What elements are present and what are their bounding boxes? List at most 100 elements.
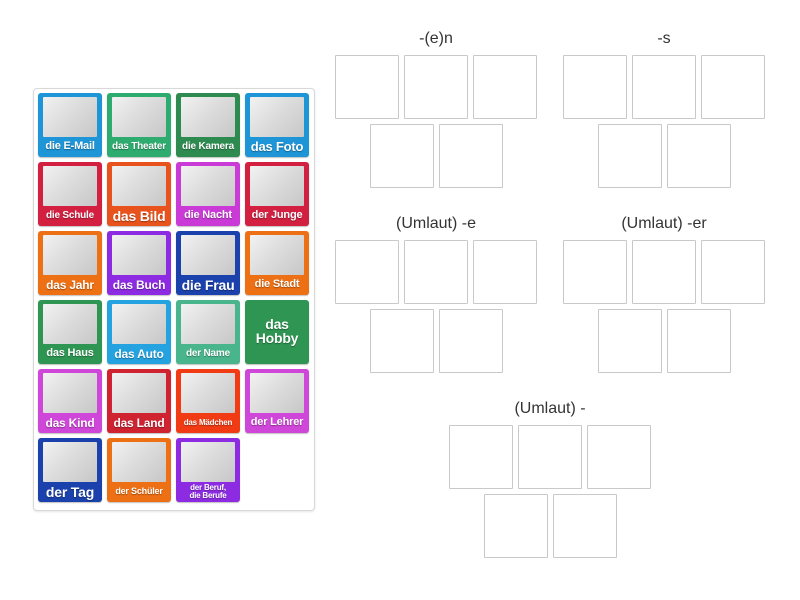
- word-card[interactable]: das Land: [107, 369, 171, 433]
- slot-row-top: [563, 240, 765, 304]
- word-card[interactable]: der Junge: [245, 162, 309, 226]
- group-en: -(e)n: [335, 30, 537, 188]
- drop-slot[interactable]: [439, 309, 503, 373]
- card-image: [112, 304, 166, 344]
- card-label: die E-Mail: [45, 140, 95, 153]
- card-image: [112, 97, 166, 137]
- card-label: die Kamera: [182, 140, 234, 152]
- group-umlaut-e: (Umlaut) -e: [335, 215, 537, 373]
- drop-slot[interactable]: [598, 309, 662, 373]
- card-label: das Haus: [46, 347, 94, 360]
- card-label: das Kind: [45, 415, 95, 430]
- card-image: [250, 373, 304, 413]
- drop-slot[interactable]: [667, 124, 731, 188]
- card-label: der Lehrer: [250, 416, 304, 429]
- slot-row-bottom: [335, 309, 537, 373]
- word-card[interactable]: das Kind: [38, 369, 102, 433]
- group-title: -s: [657, 30, 671, 47]
- group-s: -s: [563, 30, 765, 188]
- word-card[interactable]: das Buch: [107, 231, 171, 295]
- card-label: die Nacht: [184, 209, 232, 222]
- card-label: der Tag: [45, 483, 95, 500]
- group-title: (Umlaut) -er: [621, 215, 707, 232]
- slot-row-top: [335, 55, 537, 119]
- word-card[interactable]: der Name: [176, 300, 240, 364]
- word-card[interactable]: das Mädchen: [176, 369, 240, 433]
- slot-row-top: [335, 240, 537, 304]
- word-card[interactable]: das Auto: [107, 300, 171, 364]
- card-label: das Foto: [250, 139, 304, 155]
- group-umlaut-none: (Umlaut) -: [449, 400, 651, 558]
- drop-slot[interactable]: [563, 55, 627, 119]
- card-label: die Schule: [45, 209, 94, 221]
- drop-slot[interactable]: [632, 240, 696, 304]
- drop-slot[interactable]: [370, 124, 434, 188]
- word-card[interactable]: die Stadt: [245, 231, 309, 295]
- card-label: die Stadt: [254, 278, 300, 291]
- card-image: [112, 166, 166, 206]
- slot-row-bottom: [563, 124, 765, 188]
- drop-slot[interactable]: [404, 240, 468, 304]
- word-card[interactable]: das Foto: [245, 93, 309, 157]
- card-image: [250, 166, 304, 206]
- word-card[interactable]: das Theater: [107, 93, 171, 157]
- drop-slot[interactable]: [518, 425, 582, 489]
- drop-slot[interactable]: [370, 309, 434, 373]
- card-image: [250, 235, 304, 275]
- word-card[interactable]: der Lehrer: [245, 369, 309, 433]
- card-label: das Auto: [114, 346, 164, 361]
- card-image: [43, 97, 97, 137]
- card-label: das Jahr: [46, 277, 94, 292]
- word-card[interactable]: die Frau: [176, 231, 240, 295]
- card-label: der Beruf, die Berufe: [189, 482, 227, 500]
- drop-slot[interactable]: [473, 240, 537, 304]
- drop-slot[interactable]: [632, 55, 696, 119]
- drop-slot[interactable]: [335, 240, 399, 304]
- card-image: [181, 235, 235, 275]
- word-card[interactable]: die E-Mail: [38, 93, 102, 157]
- card-label: das Buch: [112, 277, 166, 292]
- word-card[interactable]: das Bild: [107, 162, 171, 226]
- drop-slot[interactable]: [587, 425, 651, 489]
- card-image: [112, 235, 166, 275]
- card-label: die Frau: [181, 276, 235, 293]
- group-umlaut-er: (Umlaut) -er: [563, 215, 765, 373]
- drop-slot[interactable]: [404, 55, 468, 119]
- group-title: (Umlaut) -: [514, 400, 586, 417]
- word-card[interactable]: die Schule: [38, 162, 102, 226]
- drop-slot[interactable]: [439, 124, 503, 188]
- word-card[interactable]: die Kamera: [176, 93, 240, 157]
- card-image: [43, 442, 97, 482]
- drop-slot[interactable]: [701, 240, 765, 304]
- card-image: [181, 304, 235, 344]
- card-label: der Schüler: [115, 486, 163, 497]
- drop-slot[interactable]: [553, 494, 617, 558]
- drop-slot[interactable]: [667, 309, 731, 373]
- drop-slot[interactable]: [598, 124, 662, 188]
- card-label: der Name: [186, 347, 230, 359]
- slot-row-top: [563, 55, 765, 119]
- card-image: [112, 373, 166, 413]
- group-title: -(e)n: [419, 30, 453, 47]
- drop-slot[interactable]: [335, 55, 399, 119]
- card-label: das Bild: [112, 207, 166, 224]
- drop-slot[interactable]: [701, 55, 765, 119]
- word-card[interactable]: das Hobby: [245, 300, 309, 364]
- word-card[interactable]: das Haus: [38, 300, 102, 364]
- word-card[interactable]: der Tag: [38, 438, 102, 502]
- word-card[interactable]: die Nacht: [176, 162, 240, 226]
- slot-row-bottom: [563, 309, 765, 373]
- word-card[interactable]: der Schüler: [107, 438, 171, 502]
- slot-row-bottom: [449, 494, 651, 558]
- card-label: das Hobby: [255, 315, 299, 346]
- drop-slot[interactable]: [473, 55, 537, 119]
- drop-slot[interactable]: [563, 240, 627, 304]
- drop-slot[interactable]: [484, 494, 548, 558]
- card-image: [181, 166, 235, 206]
- card-image: [43, 166, 97, 206]
- drop-slot[interactable]: [449, 425, 513, 489]
- card-image: [181, 442, 235, 482]
- word-card[interactable]: der Beruf, die Berufe: [176, 438, 240, 502]
- word-card[interactable]: das Jahr: [38, 231, 102, 295]
